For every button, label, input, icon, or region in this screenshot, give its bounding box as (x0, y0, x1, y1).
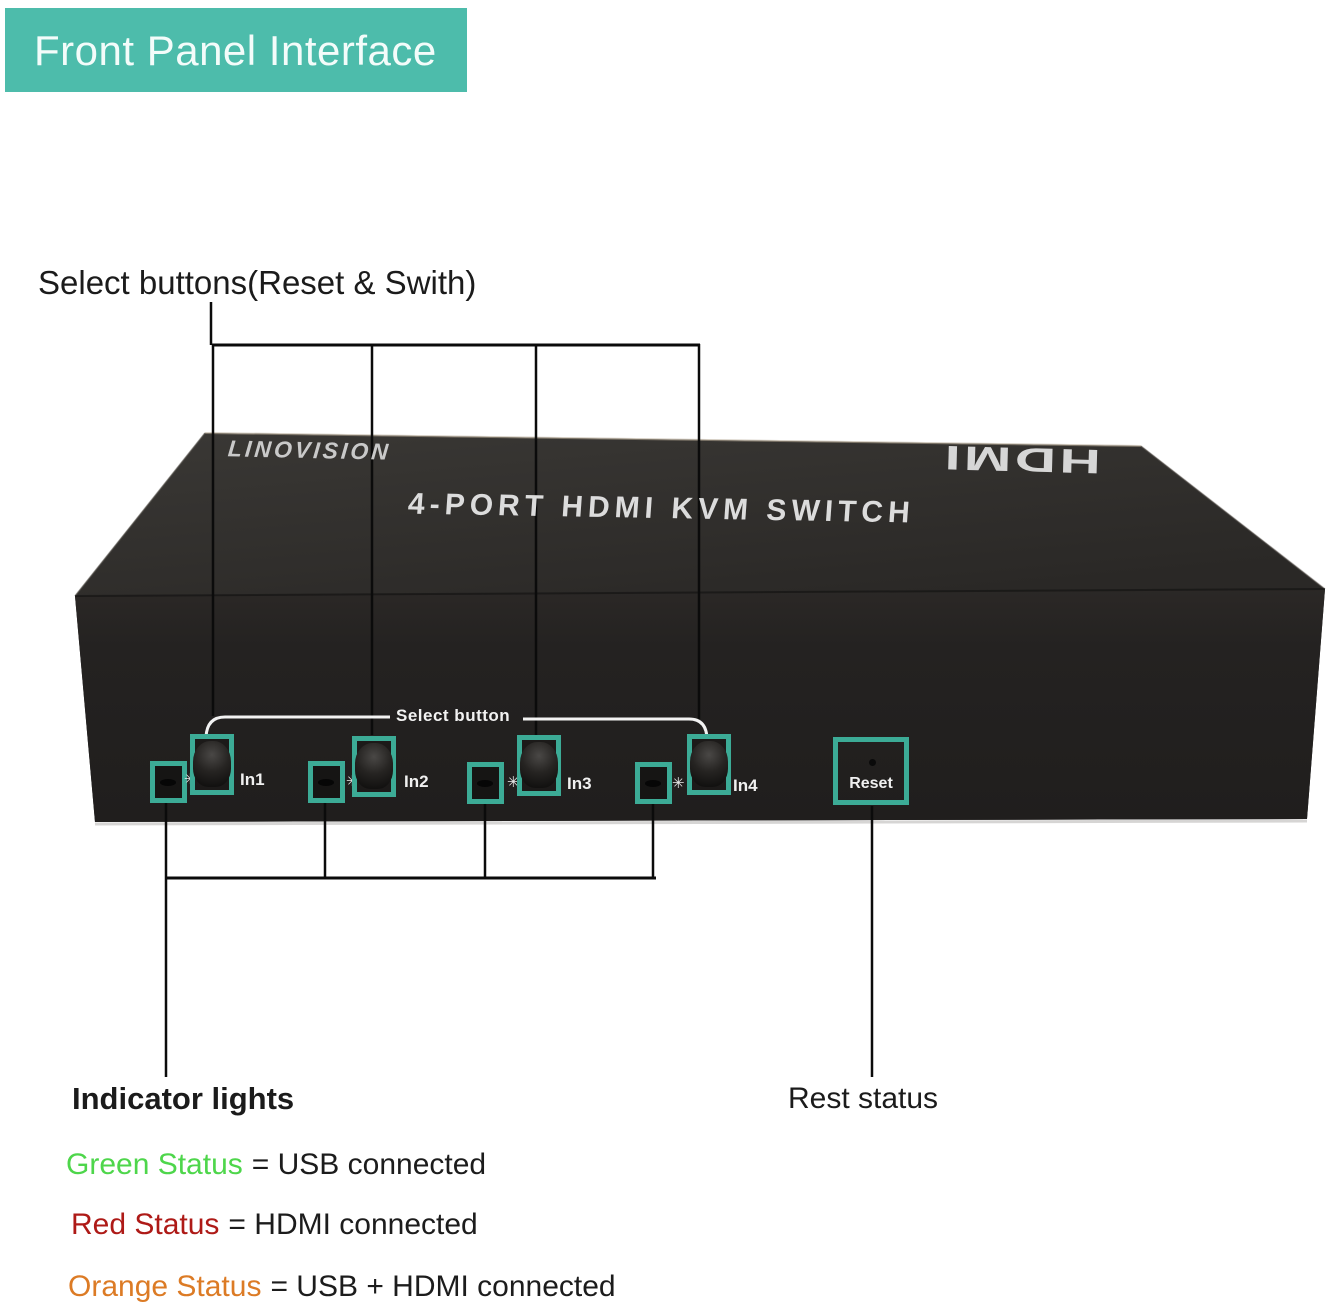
indicator-lights-annotation: Indicator lights (72, 1081, 295, 1116)
banner-title: Front Panel Interface (34, 27, 437, 74)
brand-text: LINOVISION (226, 435, 393, 465)
reset-pinhole-icon (869, 759, 876, 766)
status-row-green: Green Status= USB connected (66, 1148, 486, 1182)
status-desc-orange: = USB + HDMI connected (270, 1270, 616, 1303)
port-3-led-indicator (467, 762, 504, 804)
status-desc-red: = HDMI connected (228, 1208, 478, 1241)
button-cap (520, 742, 558, 788)
select-buttons-annotation: Select buttons(Reset & Swith) (38, 264, 477, 301)
title-banner: Front Panel Interface (5, 8, 467, 92)
port-1-led-indicator (150, 761, 187, 803)
select-button-panel-label: Select button (396, 706, 511, 725)
sparkle-icon: ✳ (672, 775, 685, 792)
led-dot-icon (645, 780, 661, 787)
led-dot-icon (160, 779, 176, 786)
reset-label: Reset (849, 775, 893, 792)
status-row-red: Red Status= HDMI connected (71, 1208, 478, 1242)
status-name-orange: Orange Status (68, 1270, 262, 1303)
port-2-led-indicator (308, 761, 345, 803)
port-4-label: In4 (733, 776, 758, 795)
port-2-label: In2 (404, 772, 429, 791)
port-2-select-button (352, 736, 396, 797)
port-4-led-indicator (635, 762, 672, 804)
status-desc-green: = USB connected (251, 1148, 487, 1181)
status-name-red: Red Status (71, 1208, 220, 1241)
button-cap (355, 743, 393, 789)
rest-status-annotation: Rest status (788, 1082, 939, 1115)
reset-button: Reset (833, 737, 909, 805)
led-dot-icon (318, 779, 334, 786)
button-cap (193, 741, 231, 787)
sparkle-icon: ✳ (507, 774, 520, 791)
status-name-green: Green Status (66, 1148, 243, 1181)
port-1-select-button (190, 734, 234, 795)
port-3-select-button (517, 735, 561, 796)
button-cap (690, 741, 728, 787)
port-4-select-button (687, 734, 731, 795)
status-row-orange: Orange Status= USB + HDMI connected (68, 1270, 616, 1304)
led-dot-icon (477, 780, 493, 787)
select-buttons-callout-lines (209, 302, 701, 735)
port-1-label: In1 (240, 770, 265, 789)
indicator-lights-callout-lines (164, 802, 656, 1077)
port-3-label: In3 (567, 774, 592, 793)
